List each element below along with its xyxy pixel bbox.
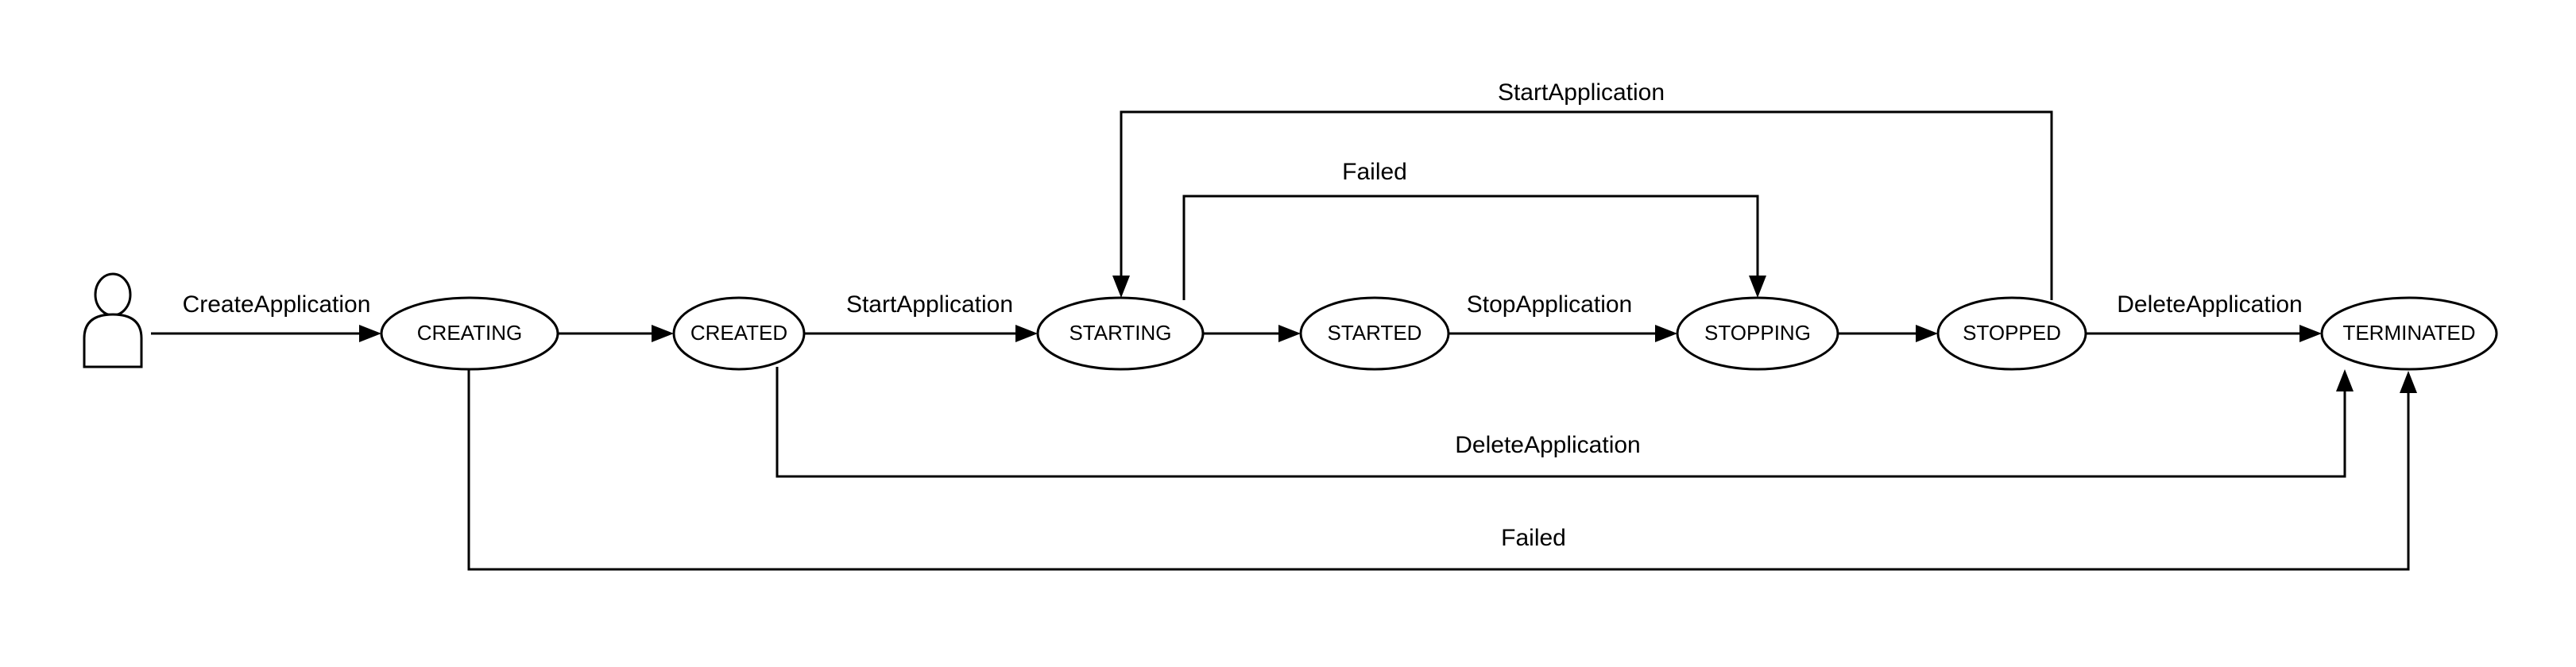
edge-label-delete-application-bottom: DeleteApplication — [1455, 432, 1640, 458]
edge-path — [1182, 195, 1759, 300]
edge-stopped-to-terminated: DeleteApplication — [2086, 291, 2322, 342]
user-actor[interactable] — [83, 272, 143, 368]
edge-actor-to-creating: CreateApplication — [151, 291, 381, 342]
arrow-head-icon — [359, 325, 381, 342]
state-node-shape — [1936, 296, 2087, 371]
state-node-shape — [1299, 296, 1450, 371]
arrow-head-icon — [2400, 371, 2417, 393]
edge-label-failed-bottom: Failed — [1501, 525, 1566, 551]
state-node-shape — [2320, 296, 2498, 371]
arrow-head-icon — [1916, 325, 1938, 342]
state-node-shape — [380, 296, 559, 371]
state-node-starting[interactable]: STARTING — [1036, 296, 1205, 371]
edge-started-to-stopping: StopApplication — [1449, 291, 1677, 342]
state-node-shape — [1676, 296, 1839, 371]
edge-stopped-to-starting: StartApplication — [1112, 79, 2053, 300]
arrow-head-icon — [2336, 369, 2354, 391]
arrow-head-icon — [1655, 325, 1677, 342]
state-node-created[interactable]: CREATED — [672, 296, 806, 371]
arrow-head-icon — [652, 325, 674, 342]
state-node-terminated[interactable]: TERMINATED — [2320, 296, 2498, 371]
state-node-label: STOPPING — [1704, 321, 1811, 345]
state-node-creating[interactable]: CREATING — [380, 296, 559, 371]
state-node-stopping[interactable]: STOPPING — [1676, 296, 1839, 371]
state-node-label: STARTED — [1328, 321, 1422, 345]
edge-label-failed-top: Failed — [1342, 159, 1407, 185]
edge-creating-failed-to-terminated: Failed — [467, 367, 2417, 571]
state-node-label: CREATED — [690, 321, 787, 345]
edge-created-to-starting: StartApplication — [804, 291, 1038, 342]
edge-label-start-application-loop: StartApplication — [1498, 79, 1665, 106]
state-node-started[interactable]: STARTED — [1299, 296, 1450, 371]
state-node-label: TERMINATED — [2342, 321, 2475, 345]
edge-path — [776, 367, 2346, 478]
edge-label-create-application: CreateApplication — [183, 291, 371, 318]
edge-label-delete-application: DeleteApplication — [2117, 291, 2302, 318]
arrow-head-icon — [1278, 325, 1301, 342]
edge-label-stop-application: StopApplication — [1467, 291, 1632, 318]
state-node-shape — [672, 296, 806, 371]
edge-stopping-to-stopped — [1838, 325, 1938, 342]
arrow-head-icon — [1015, 325, 1038, 342]
arrow-head-icon — [1749, 276, 1766, 298]
arrow-head-icon — [2299, 325, 2322, 342]
state-node-shape — [1036, 296, 1205, 371]
arrow-head-icon — [1112, 276, 1130, 298]
state-node-label: CREATING — [417, 321, 522, 345]
actor-body-icon — [83, 313, 143, 368]
edge-starting-to-started — [1203, 325, 1301, 342]
edge-creating-to-created — [558, 325, 674, 342]
edge-created-to-terminated: DeleteApplication — [776, 367, 2354, 478]
edge-label-start-application: StartApplication — [846, 291, 1013, 318]
edge-path — [467, 367, 2410, 571]
actor-head-icon — [94, 272, 132, 317]
edge-path — [1120, 110, 2053, 300]
state-node-label: STOPPED — [1963, 321, 2061, 345]
edge-starting-failed-to-stopping: Failed — [1182, 159, 1766, 300]
state-node-stopped[interactable]: STOPPED — [1936, 296, 2087, 371]
state-node-label: STARTING — [1069, 321, 1171, 345]
